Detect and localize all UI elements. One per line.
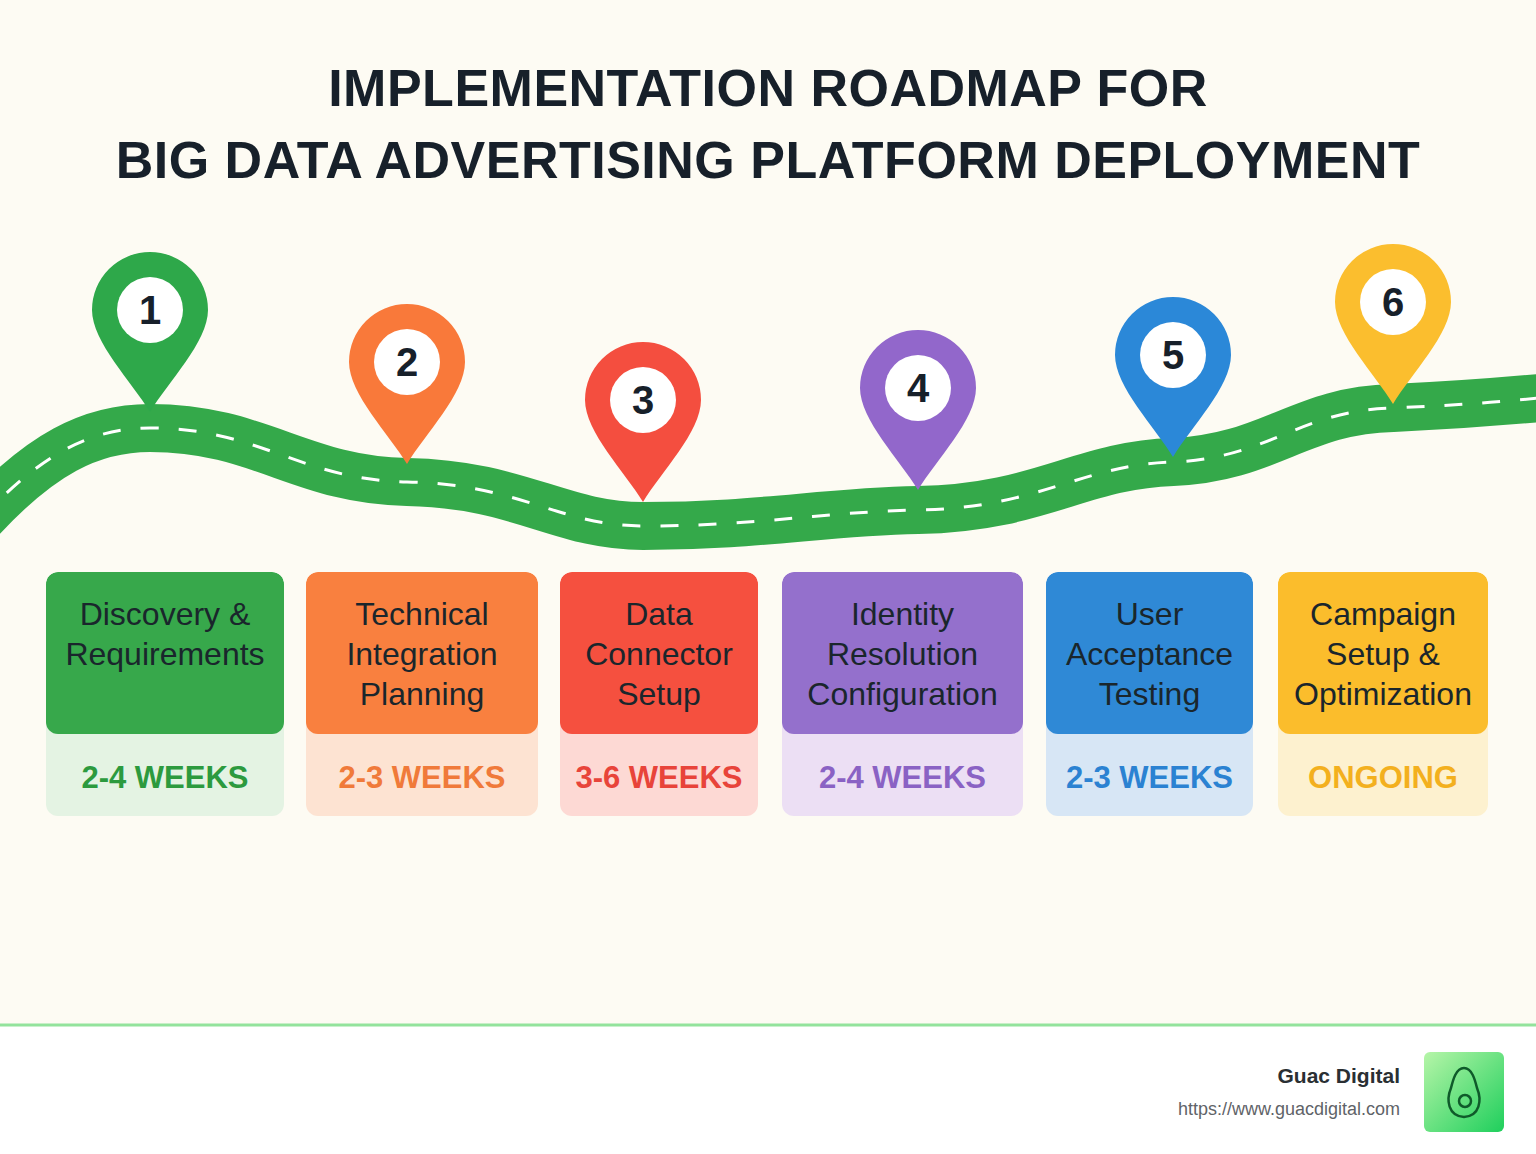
callout-number: 3 xyxy=(583,378,703,423)
phase-duration: 3-6 WEEKS xyxy=(560,734,758,816)
callout-number: 5 xyxy=(1113,333,1233,378)
road-dashes xyxy=(0,396,1536,526)
pin-shape xyxy=(583,340,703,506)
phase-box: Data Connector Setup 3-6 WEEKS xyxy=(560,572,758,816)
phase-title: Data Connector Setup xyxy=(560,572,758,734)
pin-shape xyxy=(1113,295,1233,461)
map-pin: 5 xyxy=(1113,295,1233,461)
pin-body xyxy=(1335,244,1451,404)
pin-shape xyxy=(858,328,978,494)
map-pin: 4 xyxy=(858,328,978,494)
phase-title: Campaign Setup & Optimization xyxy=(1278,572,1488,734)
phase-duration: 2-3 WEEKS xyxy=(306,734,538,816)
phase-title: Identity Resolution Configuration xyxy=(782,572,1023,734)
callout-number: 6 xyxy=(1333,280,1453,325)
logo-square xyxy=(1424,1052,1504,1132)
pin-shape xyxy=(90,250,210,416)
logo-avocado xyxy=(1449,1068,1480,1117)
callout-number: 4 xyxy=(858,366,978,411)
phase-name: Identity Resolution Configuration xyxy=(790,594,1015,714)
phase-title: Discovery & Requirements xyxy=(46,572,284,734)
map-pin: 3 xyxy=(583,340,703,506)
phase-box: Campaign Setup & OptimizationONGOING xyxy=(1278,572,1488,816)
diagram-title: IMPLEMENTATION ROADMAP FOR BIG DATA ADVE… xyxy=(18,52,1518,196)
phase-name: Campaign Setup & Optimization xyxy=(1286,594,1480,714)
pin-body xyxy=(1115,297,1231,457)
phase-name: Discovery & Requirements xyxy=(54,594,276,674)
pin-body xyxy=(349,304,465,464)
phase-duration: ONGOING xyxy=(1278,734,1488,816)
phase-duration: 2-4 WEEKS xyxy=(782,734,1023,816)
logo-seed xyxy=(1459,1095,1471,1107)
footer-ground xyxy=(0,1025,1536,1154)
phase-name: User Acceptance Testing xyxy=(1054,594,1245,714)
phase-duration: 2-4 WEEKS xyxy=(46,734,284,816)
phase-name: Data Connector Setup xyxy=(568,594,750,714)
brand-name: Guac Digital xyxy=(1277,1064,1400,1088)
map-pin: 6 xyxy=(1333,242,1453,408)
phase-duration: 2-3 WEEKS xyxy=(1046,734,1253,816)
brand-url: https://www.guacdigital.com xyxy=(1178,1099,1400,1120)
map-pin: 1 xyxy=(90,250,210,416)
phase-box: Technical Integration Planning 2-3 WEEKS xyxy=(306,572,538,816)
phase-box: Discovery & Requirements 2-4 WEEKS xyxy=(46,572,284,816)
phase-name: Technical Integration Planning xyxy=(314,594,530,714)
callout-number: 1 xyxy=(90,288,210,333)
pin-shape xyxy=(1333,242,1453,408)
pin-body xyxy=(585,342,701,502)
pin-shape xyxy=(347,302,467,468)
pin-body xyxy=(92,252,208,412)
map-pin: 2 xyxy=(347,302,467,468)
phase-box: Identity Resolution Configuration 2-4 WEE… xyxy=(782,572,1023,816)
footer-rule xyxy=(0,1024,1536,1027)
phase-box: User Acceptance Testing 2-3 WEEKS xyxy=(1046,572,1253,816)
road xyxy=(0,396,1536,526)
pin-body xyxy=(860,330,976,490)
phase-title: User Acceptance Testing xyxy=(1046,572,1253,734)
callout-number: 2 xyxy=(347,340,467,385)
phase-title: Technical Integration Planning xyxy=(306,572,538,734)
